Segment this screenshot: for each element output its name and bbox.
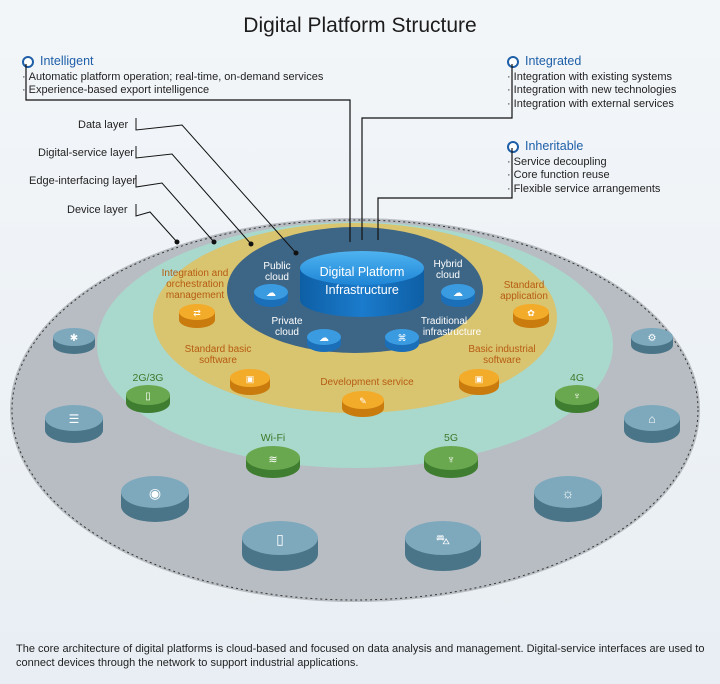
page-title: Digital Platform Structure	[243, 14, 477, 37]
4g-label: 4G	[570, 372, 584, 384]
intelligent-item: Automatic platform operation; real-time,…	[22, 71, 324, 85]
basic-industrial-label-2: software	[483, 355, 521, 366]
cloud-icon: ☁	[453, 288, 463, 299]
app-icon: ✿	[527, 308, 535, 318]
sun-icon: ☼	[562, 485, 575, 501]
smart-home-icon: ⌂	[648, 412, 655, 426]
robot-arm-icon: ⚙	[648, 333, 657, 344]
tablet-device-node: ▯	[242, 521, 318, 571]
development-label: Development service	[320, 377, 414, 388]
antenna-icon: ♆	[573, 391, 581, 402]
inheritable-item: Flexible service arrangements	[507, 183, 661, 197]
intelligent-heading: Intelligent	[40, 54, 94, 68]
integrated-leader-line	[361, 64, 513, 240]
network-nodes-icon: ⌘	[398, 333, 407, 343]
integration-label-1: Integration and	[162, 268, 229, 279]
wifi-icon: ≋	[268, 454, 277, 466]
integration-label-2: orchestration	[166, 279, 224, 290]
phone-icon: ▯	[145, 391, 151, 402]
inheritable-heading: Inheritable	[525, 139, 584, 153]
private-cloud-node: ☁	[307, 329, 341, 352]
cloud-icon: ☁	[266, 288, 276, 299]
public-cloud-label-2: cloud	[265, 272, 289, 283]
hybrid-cloud-label-1: Hybrid	[434, 259, 463, 270]
traditional-label-1: Traditional	[421, 316, 467, 327]
bluetooth-icon: ✱	[70, 333, 78, 344]
tools-icon: ✎	[359, 396, 367, 406]
hybrid-cloud-node: ☁	[441, 284, 475, 307]
intelligent-panel: Intelligent Automatic platform operation…	[22, 54, 324, 98]
center-label-line1: Digital Platform	[320, 265, 405, 279]
4g-node: ♆	[555, 385, 599, 413]
server-icon: ☰	[69, 412, 80, 426]
private-cloud-label-2: cloud	[275, 327, 299, 338]
integrated-item: Integration with existing systems	[507, 71, 676, 85]
data-layer-leader	[135, 118, 297, 254]
car-device-node: ⛍	[405, 521, 481, 571]
robot-arm-device-node: ⚙	[631, 328, 673, 354]
inheritable-item: Core function reuse	[507, 169, 660, 183]
layer-label-digital-service: Digital-service layer	[38, 147, 134, 159]
traditional-label-2: infrastructure	[423, 327, 482, 338]
smart-home-device-node: ⌂	[624, 405, 680, 443]
standard-basic-label-1: Standard basic	[185, 344, 252, 355]
standard-app-label-2: application	[500, 291, 548, 302]
bluetooth-device-node: ✱	[53, 328, 95, 354]
2g3g-node: ▯	[126, 385, 170, 413]
caption: The core architecture of digital platfor…	[16, 643, 705, 669]
private-cloud-label-1: Private	[271, 316, 303, 327]
intelligent-leader-line	[25, 64, 351, 242]
integrated-panel: Integrated Integration with existing sys…	[507, 54, 677, 112]
hybrid-cloud-label-2: cloud	[436, 270, 460, 281]
antenna-icon: ♆	[447, 454, 455, 466]
central-cylinder	[300, 251, 424, 317]
standard-basic-label-2: software	[199, 355, 237, 366]
edge-interfacing-layer-leader	[135, 175, 215, 243]
5g-label: 5G	[444, 432, 458, 444]
orchestration-icon: ⇄	[193, 308, 201, 318]
development-service-node: ✎	[342, 391, 384, 417]
digital-service-layer-leader	[135, 146, 252, 245]
server-device-node: ☰	[45, 405, 103, 443]
integrated-item: Integration with external services	[507, 98, 676, 112]
public-cloud-node: ☁	[254, 284, 288, 307]
integration-node: ⇄	[179, 304, 215, 328]
device-layer-leader	[135, 204, 178, 243]
traditional-infrastructure-node: ⌘	[385, 329, 419, 352]
integrated-heading: Integrated	[525, 54, 582, 68]
standard-app-label-1: Standard	[504, 280, 545, 291]
public-cloud-label-1: Public	[263, 261, 290, 272]
circle-marker-icon	[22, 55, 34, 68]
webcam-icon: ◉	[149, 485, 161, 501]
layer-label-edge-interfacing: Edge-interfacing layer	[29, 175, 137, 187]
center-label-line2: Infrastructure	[325, 283, 399, 297]
circle-marker-icon	[507, 140, 519, 153]
software-box-icon: ▣	[246, 374, 255, 384]
inheritable-panel: Inheritable Service decoupling Core func…	[507, 139, 661, 197]
software-box-icon: ▣	[475, 374, 484, 384]
integration-label-3: management	[166, 290, 225, 301]
cloud-lock-icon: ☁	[319, 333, 329, 344]
standard-basic-software-node: ▣	[230, 369, 270, 395]
tablet-icon: ▯	[276, 531, 284, 547]
standard-application-node: ✿	[513, 304, 549, 328]
basic-industrial-software-node: ▣	[459, 369, 499, 395]
basic-industrial-label-1: Basic industrial	[468, 344, 535, 355]
outer-dotted-border	[11, 219, 699, 601]
layer-label-device: Device layer	[67, 204, 128, 216]
car-icon: ⛍	[436, 531, 450, 547]
2g3g-label: 2G/3G	[133, 372, 164, 384]
webcam-device-node: ◉	[121, 476, 189, 522]
inheritable-item: Service decoupling	[507, 156, 660, 170]
wifi-node: ≋	[246, 446, 300, 478]
5g-node: ♆	[424, 446, 478, 478]
inheritable-leader-line	[377, 148, 513, 240]
sun-device-node: ☼	[534, 476, 602, 522]
intelligent-item: Experience-based export intelligence	[22, 84, 323, 98]
layer-label-data: Data layer	[78, 119, 129, 131]
integrated-item: Integration with new technologies	[507, 84, 677, 98]
wifi-label: Wi-Fi	[261, 432, 286, 444]
circle-marker-icon	[507, 55, 519, 68]
